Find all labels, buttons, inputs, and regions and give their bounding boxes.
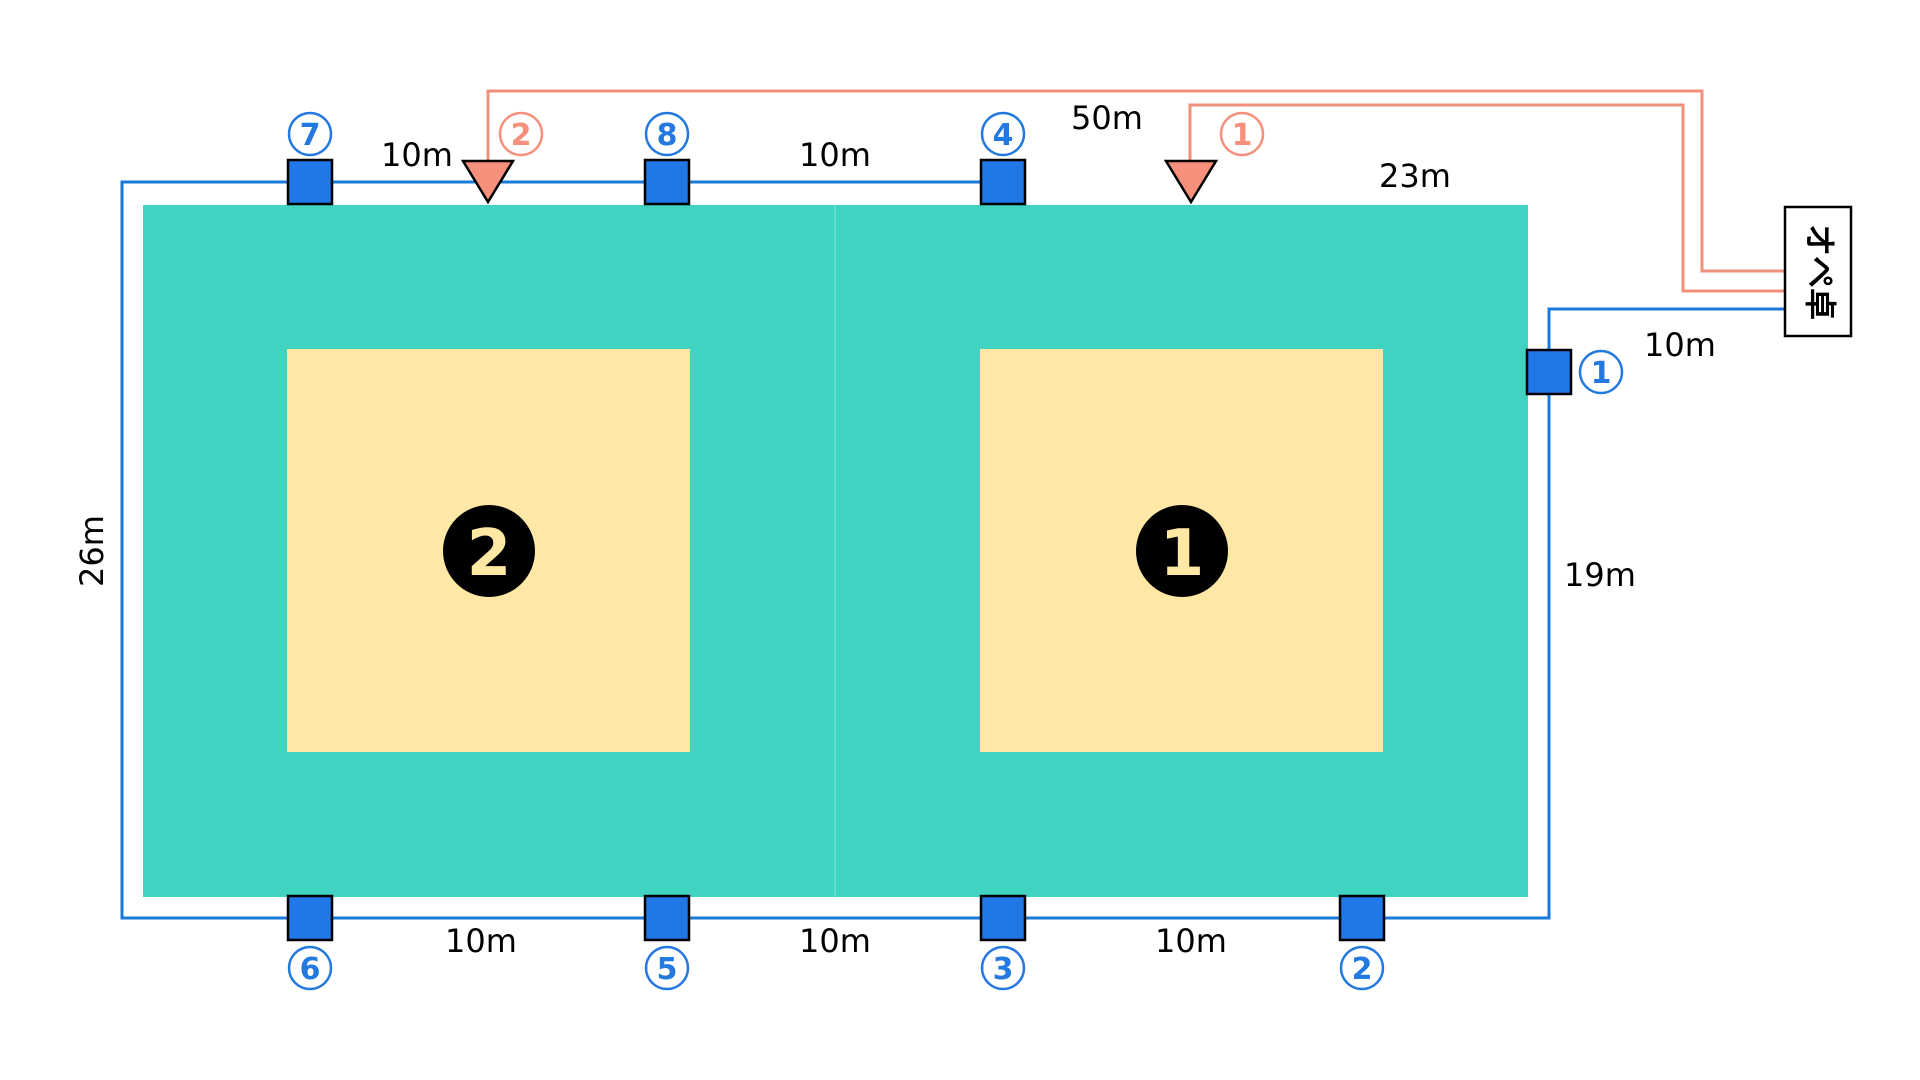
camera-1-number: 1 <box>1578 349 1624 395</box>
measure-top-left: 10m <box>381 136 453 174</box>
court-number-circle-icon <box>1136 505 1228 597</box>
circle-number-icon <box>1219 111 1265 157</box>
circle-number-icon <box>980 945 1026 991</box>
camera-5-number: 5 <box>644 945 690 991</box>
measure-top-middle: 10m <box>799 136 871 174</box>
measure-bottom-left: 10m <box>445 922 517 960</box>
camera-8-number: 8 <box>644 111 690 157</box>
measure-bottom-right: 10m <box>1155 922 1227 960</box>
camera-7-number: 7 <box>287 111 333 157</box>
mic-2-number: 2 <box>498 111 544 157</box>
camera-1-square-icon <box>1525 348 1573 396</box>
court-number-circle-icon <box>443 505 535 597</box>
camera-1-label: 1 <box>1591 356 1612 391</box>
camera-7-label: 7 <box>300 118 321 153</box>
blue-cable <box>120 180 1785 920</box>
mic-1-triangle-icon <box>1163 159 1219 205</box>
measure-right-upper: 10m <box>1644 326 1716 364</box>
circle-number-icon <box>980 111 1026 157</box>
mic-2-triangle-icon <box>460 159 516 205</box>
camera-2-label: 2 <box>1352 952 1373 987</box>
camera-3-number: 3 <box>980 945 1026 991</box>
measure-bottom-middle: 10m <box>799 922 871 960</box>
camera-5-square-icon <box>643 894 691 942</box>
measure-left-side: 26m <box>73 515 111 587</box>
circle-number-icon <box>1339 945 1385 991</box>
camera-7-square-icon <box>286 158 334 206</box>
circle-number-icon <box>287 111 333 157</box>
camera-2-number: 2 <box>1339 945 1385 991</box>
camera-3-label: 3 <box>993 952 1014 987</box>
camera-6-number: 6 <box>287 945 333 991</box>
court-2-number: 2 <box>443 505 535 597</box>
mic-2-label: 2 <box>511 118 532 153</box>
camera-6-square-icon <box>286 894 334 942</box>
circle-number-icon <box>644 945 690 991</box>
circle-number-icon <box>1578 349 1624 395</box>
court-1-number: 1 <box>1136 505 1228 597</box>
measure-right-side: 19m <box>1564 556 1636 594</box>
mic-1-number: 1 <box>1219 111 1265 157</box>
camera-4-number: 4 <box>980 111 1026 157</box>
camera-2-square-icon <box>1338 894 1386 942</box>
camera-4-square-icon <box>979 158 1027 206</box>
mic-1-label: 1 <box>1232 118 1253 153</box>
camera-6-label: 6 <box>300 952 321 987</box>
camera-8-square-icon <box>643 158 691 206</box>
measure-top-right: 23m <box>1379 157 1451 195</box>
red-cable-1 <box>1188 103 1785 293</box>
operator-desk-label: オペ卓 <box>1801 224 1839 320</box>
court-1-label: 1 <box>1160 517 1205 591</box>
circle-number-icon <box>644 111 690 157</box>
camera-4-label: 4 <box>993 118 1014 153</box>
operator-desk <box>1783 205 1853 338</box>
camera-3-square-icon <box>979 894 1027 942</box>
circle-number-icon <box>287 945 333 991</box>
circle-number-icon <box>498 111 544 157</box>
red-cable-2 <box>486 89 1785 273</box>
measure-red-cable: 50m <box>1071 99 1143 137</box>
camera-5-label: 5 <box>657 952 678 987</box>
court-2-label: 2 <box>467 517 512 591</box>
camera-8-label: 8 <box>657 118 678 153</box>
